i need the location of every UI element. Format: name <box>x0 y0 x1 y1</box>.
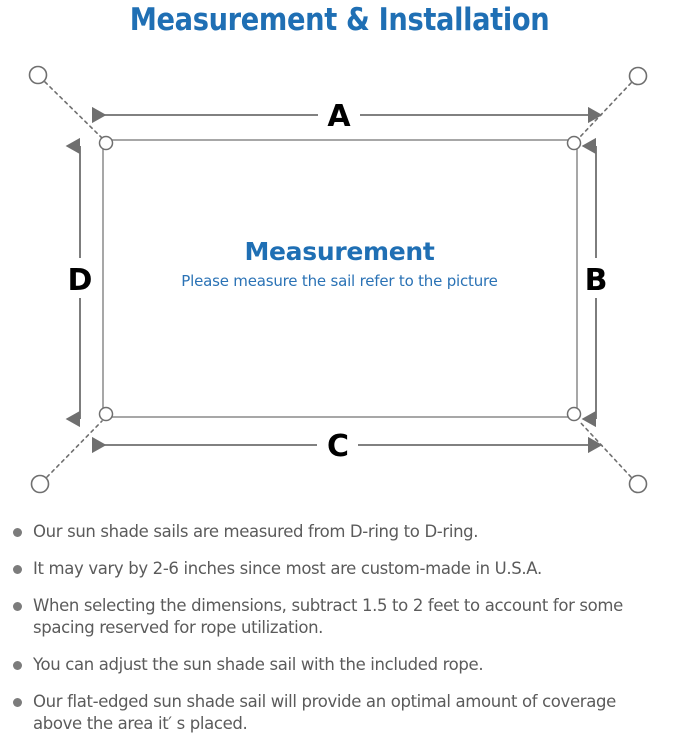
list-item: You can adjust the sun shade sail with t… <box>0 654 679 676</box>
rope-line-top-left <box>44 81 103 139</box>
anchor-point-bottom-right <box>628 474 648 494</box>
anchor-point-bottom-left <box>30 474 50 494</box>
list-item: Our sun shade sails are measured from D-… <box>0 521 679 543</box>
dimension-label-a: A <box>327 99 351 134</box>
note-text: It may vary by 2-6 inches since most are… <box>33 559 542 578</box>
list-item: Our flat-edged sun shade sail will provi… <box>0 691 679 735</box>
list-item: When selecting the dimensions, subtract … <box>0 595 679 639</box>
bullet-icon <box>13 565 22 574</box>
bullet-icon <box>13 698 22 707</box>
dimension-label-c: C <box>327 429 349 464</box>
note-text: Our flat-edged sun shade sail will provi… <box>33 692 616 733</box>
bullet-icon <box>13 661 22 670</box>
d-ring-bottom-left <box>98 406 114 422</box>
bullet-icon <box>13 528 22 537</box>
notes-list: Our sun shade sails are measured from D-… <box>0 521 679 750</box>
d-ring-top-left <box>98 135 114 151</box>
note-text: You can adjust the sun shade sail with t… <box>33 655 484 674</box>
page-title: Measurement & Installation <box>129 2 550 38</box>
rope-line-bottom-right <box>578 420 632 478</box>
note-text: When selecting the dimensions, subtract … <box>33 596 623 637</box>
rope-line-top-right <box>578 82 632 139</box>
shade-sail-body <box>102 139 578 418</box>
anchor-point-top-left <box>28 65 48 85</box>
dimension-label-d: D <box>68 263 93 298</box>
sail-measurement-diagram: A C D B <box>28 65 648 494</box>
dimension-label-b: B <box>585 263 608 298</box>
bullet-icon <box>13 602 22 611</box>
list-item: It may vary by 2-6 inches since most are… <box>0 558 679 580</box>
d-ring-bottom-right <box>566 406 582 422</box>
d-ring-top-right <box>566 135 582 151</box>
note-text: Our sun shade sails are measured from D-… <box>33 522 479 541</box>
rope-line-bottom-left <box>46 420 103 478</box>
anchor-point-top-right <box>628 66 648 86</box>
